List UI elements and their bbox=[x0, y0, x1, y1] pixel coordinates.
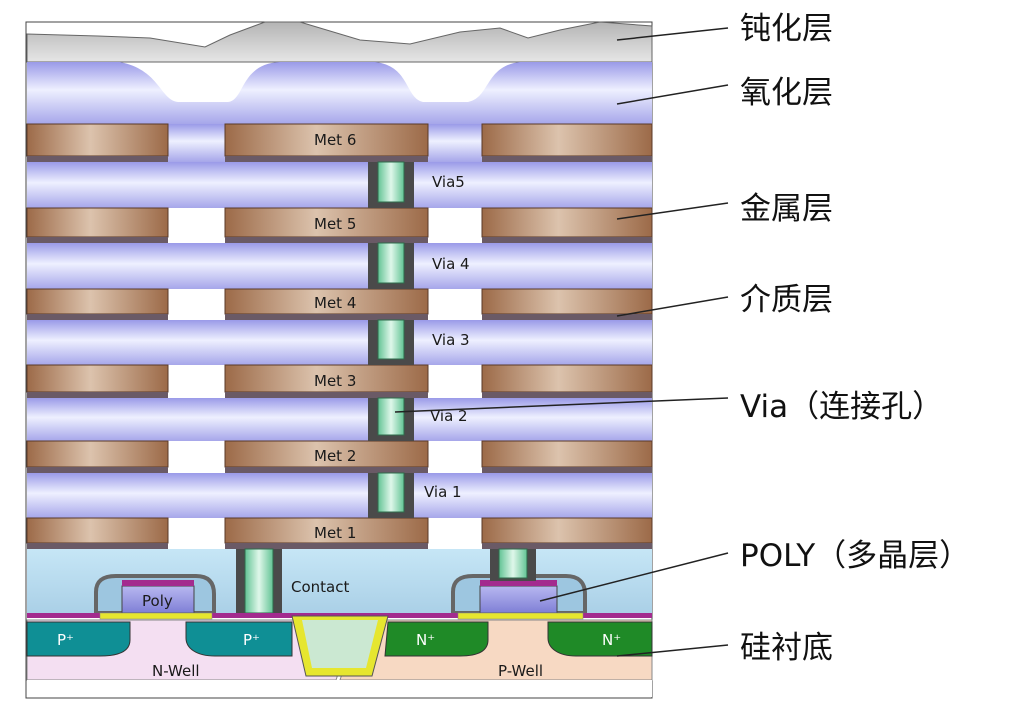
metal-layer-5 bbox=[26, 207, 653, 243]
callout-line-dielectric bbox=[616, 296, 729, 317]
contact-plug-right bbox=[490, 548, 536, 581]
via-3-label: Via 3 bbox=[432, 331, 470, 349]
dielectric-band-6 bbox=[27, 473, 652, 518]
top-oxide-layer bbox=[27, 62, 652, 124]
callout-substrate: 硅衬底 bbox=[740, 630, 833, 666]
callout-passivation: 钝化层 bbox=[740, 11, 833, 47]
dielectric-band-3 bbox=[27, 243, 652, 289]
via-2-label: Via 2 bbox=[430, 407, 468, 425]
via-5 bbox=[368, 161, 414, 208]
callout-oxide: 氧化层 bbox=[740, 75, 833, 111]
p-plus-label-right: P⁺ bbox=[243, 631, 260, 649]
contact-plug-left bbox=[236, 548, 282, 616]
callout-metal: 金属层 bbox=[740, 191, 833, 227]
p-plus-diffusion-left bbox=[26, 621, 131, 657]
callout-line-via bbox=[394, 397, 729, 413]
via-1 bbox=[368, 472, 414, 518]
contact-label: Contact bbox=[291, 578, 349, 596]
right-gate-oxide bbox=[457, 612, 584, 620]
p-well-label: P-Well bbox=[498, 662, 543, 680]
via-1-label: Via 1 bbox=[424, 483, 462, 501]
metal-layer-4 bbox=[26, 288, 653, 320]
left-gate-oxide bbox=[99, 612, 213, 620]
passivation-layer bbox=[26, 21, 653, 63]
metal-4-label: Met 4 bbox=[314, 294, 356, 312]
callout-via: Via（连接孔） bbox=[740, 389, 943, 425]
dielectric-band-2 bbox=[27, 162, 652, 208]
via-2 bbox=[368, 397, 414, 441]
n-plus-label-right: N⁺ bbox=[602, 631, 621, 649]
n-plus-diffusion-left bbox=[384, 621, 489, 657]
callout-line-substrate bbox=[616, 644, 729, 657]
callout-dielectric: 介质层 bbox=[740, 282, 833, 318]
metal-6-label: Met 6 bbox=[314, 131, 356, 149]
p-plus-label-left: P⁺ bbox=[57, 631, 74, 649]
via-4-label: Via 4 bbox=[432, 255, 470, 273]
substrate-base bbox=[27, 680, 652, 697]
dielectric-band-4 bbox=[27, 320, 652, 365]
callout-line-poly bbox=[539, 552, 729, 602]
metal-5-label: Met 5 bbox=[314, 215, 356, 233]
n-plus-label-left: N⁺ bbox=[416, 631, 435, 649]
n-well-label: N-Well bbox=[152, 662, 200, 680]
callout-poly: POLY（多晶层） bbox=[740, 538, 970, 574]
left-poly-gate[interactable] bbox=[121, 585, 195, 614]
metal-layer-3 bbox=[26, 364, 653, 398]
via-4 bbox=[368, 242, 414, 289]
metal-3-label: Met 3 bbox=[314, 372, 356, 390]
metal-layer-2 bbox=[26, 440, 653, 473]
metal-1-label: Met 1 bbox=[314, 524, 356, 542]
n-plus-diffusion-right bbox=[547, 621, 653, 657]
via-3 bbox=[368, 319, 414, 365]
metal-2-label: Met 2 bbox=[314, 447, 356, 465]
callout-line-oxide bbox=[616, 84, 729, 105]
poly-label: Poly bbox=[142, 592, 173, 610]
via-5-label: Via5 bbox=[432, 173, 465, 191]
metal-layer-1 bbox=[26, 517, 653, 549]
p-plus-diffusion-right bbox=[185, 621, 293, 657]
metal-layer-6 bbox=[26, 123, 653, 162]
callout-line-passivation bbox=[616, 27, 729, 41]
callout-line-metal bbox=[616, 202, 729, 220]
